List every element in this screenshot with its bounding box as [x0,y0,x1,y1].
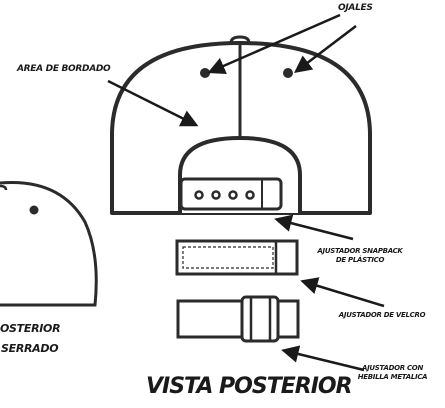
eyelet-right [283,68,293,78]
velcro-adjuster [176,295,300,343]
label-hebilla-line1: AJUSTADOR CON [361,364,424,372]
label-ojales: OJALES [338,3,373,13]
main-cap [110,35,372,215]
label-left-partial: OSTERIOR SERRADO [0,319,61,359]
label-hebilla-line2: HEBILLA METALICA [357,373,428,381]
title-vista-posterior: VISTA POSTERIOR [146,374,353,399]
arrow-ojales-right [294,25,357,74]
eyelet-left [200,68,210,78]
label-left-partial-line2: SERRADO [1,342,59,355]
label-hebilla: AJUSTADOR CON HEBILLA METALICA [345,364,440,382]
label-left-partial-line1: OSTERIOR [0,322,61,335]
arrow-ojales-left [207,13,341,75]
left-cap-eyelet [29,205,39,215]
annotation-arrows [107,13,385,372]
arrow-velcro [300,277,385,308]
label-velcro: AJUSTADOR DE VELCRO [338,311,426,319]
snapback-adjuster [175,239,299,276]
arrow-hebilla [281,345,365,372]
label-snapback-line2: DE PLÁSTICO [335,256,385,264]
label-snapback-line1: AJUSTADOR SNAPBACK [317,247,403,255]
label-snapback: AJUSTADOR SNAPBACK DE PLÁSTICO [310,247,410,265]
label-area-bordado: AREA DE BORDADO [17,64,111,74]
arrow-snapback [274,214,354,241]
left-closed-cap [0,180,98,307]
arrow-area-bordado [107,79,199,127]
